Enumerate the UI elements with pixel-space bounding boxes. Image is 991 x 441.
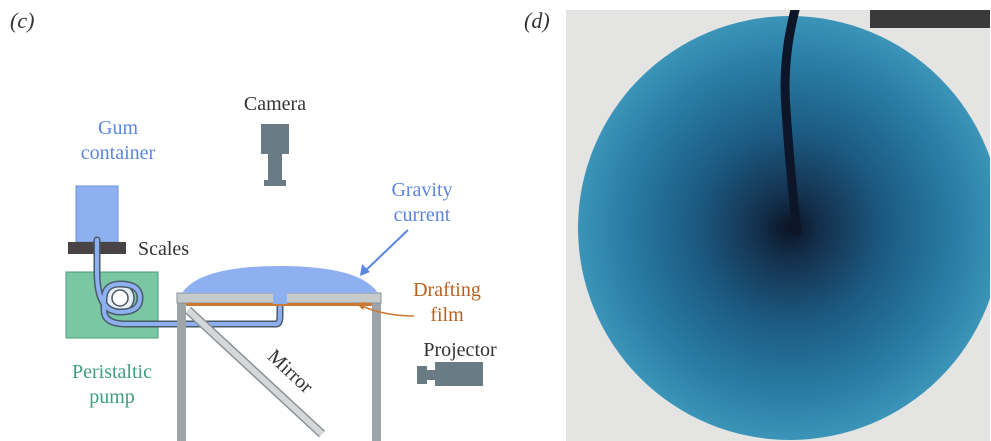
projector-label: Projector [423,339,497,361]
drafting-film-label-line2: film [430,304,464,326]
pump-roller-inner [111,289,129,307]
gravity-current-label-line2: current [394,204,451,226]
inlet [273,290,287,304]
photograph [566,10,990,441]
panel-c-label: (c) [10,8,34,33]
drafting-film-label-line1: Drafting [413,279,481,301]
gravity-current-label-line1: Gravity [391,179,452,201]
tank-left-wall [177,293,186,441]
spreading-current [578,16,990,440]
drafting-film [186,303,372,306]
panel-d-label: (d) [524,8,550,33]
gum-label-line2: container [81,142,156,164]
pump-label-line1: Peristaltic [72,361,152,383]
scales-label: Scales [138,238,189,260]
gum-container [75,185,119,243]
pump-label-line2: pump [89,386,135,408]
feed-tube [780,10,802,237]
tank-right-wall [372,293,381,441]
camera-icon [261,124,289,186]
gravity-current-arrow [360,229,409,276]
photo-top-dark-edge [870,10,990,28]
gum-label-line1: Gum [98,117,138,139]
tube [95,238,282,326]
drafting-film-arrow [356,302,415,317]
mirror [184,306,326,438]
camera-label: Camera [244,93,306,115]
gravity-current [182,266,378,293]
projector-icon [417,362,483,386]
